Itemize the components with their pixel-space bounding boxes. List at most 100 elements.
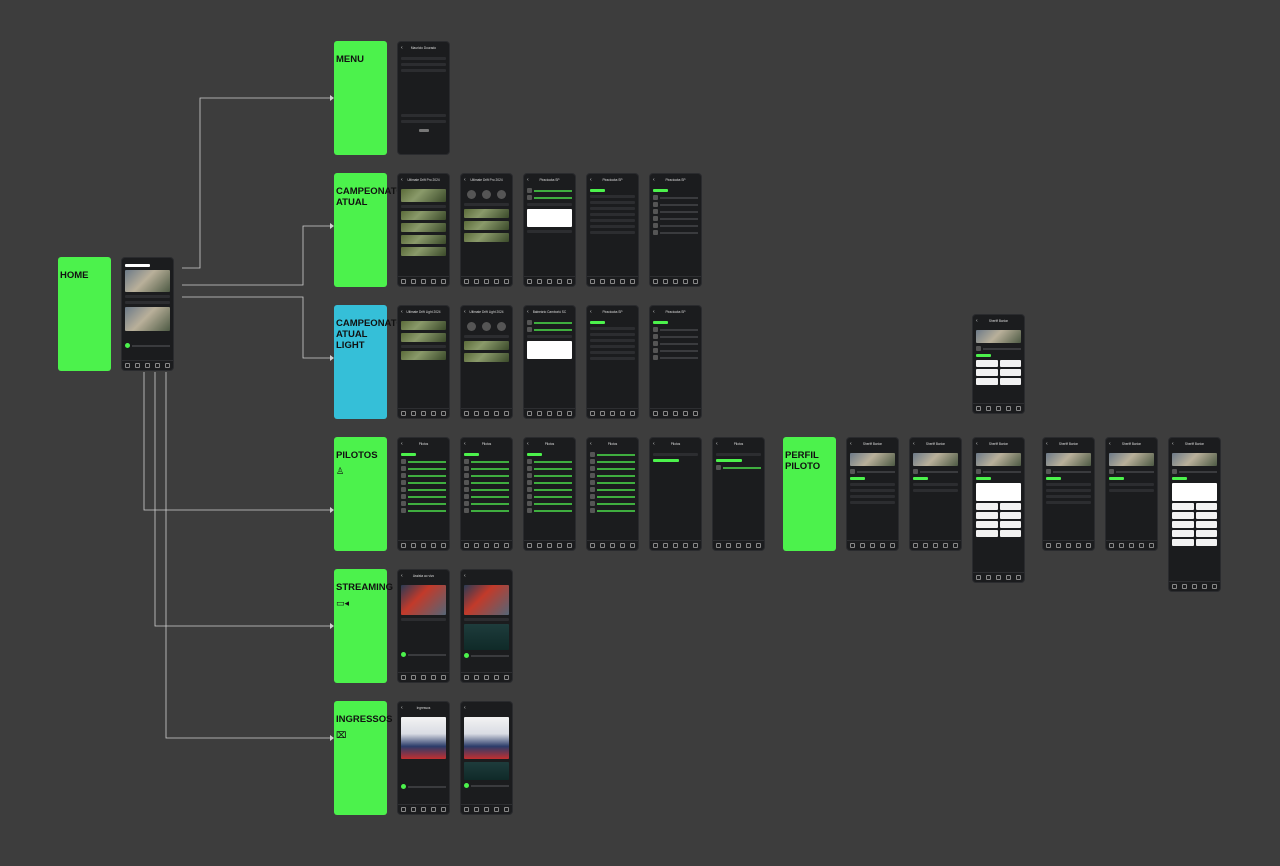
pilot-row[interactable] [401, 480, 446, 485]
pilotos-screen-2[interactable]: Pilotos [460, 437, 513, 551]
event-card[interactable] [464, 221, 509, 230]
event-card[interactable] [401, 333, 446, 342]
result-row[interactable] [527, 195, 572, 200]
perfil-screen-6[interactable]: Sheriff Barion [1105, 437, 1158, 551]
event-card[interactable] [464, 353, 509, 362]
tab-bar[interactable] [587, 276, 638, 286]
video-thumbnail[interactable] [401, 585, 446, 615]
menu-item[interactable] [401, 69, 446, 72]
campeonato-screen-3[interactable]: Piracicaba SP [523, 173, 576, 287]
profile-tab[interactable] [976, 354, 992, 357]
light-screen-4[interactable]: Piracicaba SP [586, 305, 639, 419]
menu-item[interactable] [401, 120, 446, 123]
result-row[interactable] [527, 188, 572, 193]
pilot-row[interactable] [464, 473, 509, 478]
pilot-row[interactable] [401, 494, 446, 499]
tab-bar[interactable] [398, 540, 449, 550]
pilotos-screen-1[interactable]: Pilotos [397, 437, 450, 551]
campeonato-screen-1[interactable]: Ultimate Drift Pro 2024 [397, 173, 450, 287]
pilot-row[interactable] [464, 508, 509, 513]
filter-chip[interactable] [716, 459, 742, 462]
menu-screen[interactable]: Mauricio Dourado [397, 41, 450, 155]
pilot-row[interactable] [464, 459, 509, 464]
ingressos-screen-2[interactable] [460, 701, 513, 815]
pilot-row[interactable] [527, 508, 572, 513]
pilot-row[interactable] [590, 466, 635, 471]
profile-tab[interactable] [913, 477, 929, 480]
streaming-screen-2[interactable] [460, 569, 513, 683]
profile-tab[interactable] [1109, 477, 1125, 480]
filter-chip[interactable] [401, 453, 417, 456]
menu-item[interactable] [401, 57, 446, 60]
event-card[interactable] [464, 233, 509, 242]
profile-tab[interactable] [1172, 477, 1188, 480]
home-card[interactable] [125, 295, 170, 298]
light-screen-1[interactable]: Ultimate Drift Light 2024 [397, 305, 450, 419]
light-screen-2[interactable]: Ultimate Drift Light 2024 [460, 305, 513, 419]
ingressos-screen-1[interactable]: Ingressos [397, 701, 450, 815]
pilot-row[interactable] [590, 508, 635, 513]
pilot-row[interactable] [464, 487, 509, 492]
pilot-row[interactable] [401, 459, 446, 464]
pilot-row[interactable] [464, 501, 509, 506]
pilot-row[interactable] [716, 465, 761, 470]
tab-bar[interactable] [398, 804, 449, 814]
streaming-row[interactable] [401, 784, 446, 789]
filter-chip[interactable] [590, 189, 606, 192]
pilot-row[interactable] [527, 459, 572, 464]
event-card[interactable] [401, 247, 446, 256]
pilot-row[interactable] [401, 508, 446, 513]
tab-bar[interactable] [461, 804, 512, 814]
tab-bar[interactable] [524, 540, 575, 550]
filter-chip[interactable] [590, 321, 606, 324]
pilotos-screen-4[interactable]: Pilotos [586, 437, 639, 551]
tab-bar[interactable] [122, 360, 173, 370]
result-row[interactable] [527, 327, 572, 332]
tab-bar[interactable] [398, 672, 449, 682]
pilot-row[interactable] [527, 473, 572, 478]
perfil-screen-7[interactable]: Sheriff Barion [1168, 437, 1221, 592]
tab-bar[interactable] [910, 540, 961, 550]
search-input[interactable] [716, 453, 761, 456]
tab-bar[interactable] [461, 276, 512, 286]
pilotos-screen-6[interactable]: Pilotos [712, 437, 765, 551]
tab-bar[interactable] [1106, 540, 1157, 550]
streaming-row[interactable] [464, 783, 509, 788]
tab-bar[interactable] [524, 276, 575, 286]
tab-bar[interactable] [973, 572, 1024, 582]
tab-bar[interactable] [461, 540, 512, 550]
pilot-row[interactable] [590, 459, 635, 464]
pilot-row[interactable] [527, 487, 572, 492]
pilot-row[interactable] [590, 487, 635, 492]
pilotos-screen-3[interactable]: Pilotos [523, 437, 576, 551]
perfil-screen-2[interactable]: Sheriff Barion [909, 437, 962, 551]
perfil-screen-3[interactable]: Sheriff Barion [972, 437, 1025, 583]
menu-item[interactable] [401, 114, 446, 117]
tab-bar[interactable] [461, 672, 512, 682]
ticket-poster[interactable] [401, 717, 446, 759]
search-input[interactable] [653, 453, 698, 456]
perfil-screen-4[interactable]: Sheriff Barion [972, 314, 1025, 414]
filter-chip[interactable] [653, 189, 669, 192]
campeonato-screen-4[interactable]: Piracicaba SP [586, 173, 639, 287]
profile-tab[interactable] [1046, 477, 1062, 480]
pilot-row[interactable] [401, 501, 446, 506]
tab-bar[interactable] [398, 408, 449, 418]
tab-bar[interactable] [587, 540, 638, 550]
pilot-row[interactable] [590, 494, 635, 499]
event-card[interactable] [464, 209, 509, 218]
event-card[interactable] [401, 235, 446, 244]
streaming-row[interactable] [464, 653, 509, 658]
pilot-row[interactable] [590, 473, 635, 478]
ticket-poster[interactable] [464, 717, 509, 759]
pilot-row[interactable] [464, 494, 509, 499]
result-row[interactable] [527, 320, 572, 325]
event-card[interactable] [401, 321, 446, 330]
filter-chip[interactable] [653, 321, 669, 324]
pilot-row[interactable] [401, 473, 446, 478]
pilot-row[interactable] [527, 466, 572, 471]
tab-bar[interactable] [713, 540, 764, 550]
filter-chip[interactable] [527, 453, 543, 456]
tab-bar[interactable] [973, 403, 1024, 413]
tab-bar[interactable] [650, 408, 701, 418]
